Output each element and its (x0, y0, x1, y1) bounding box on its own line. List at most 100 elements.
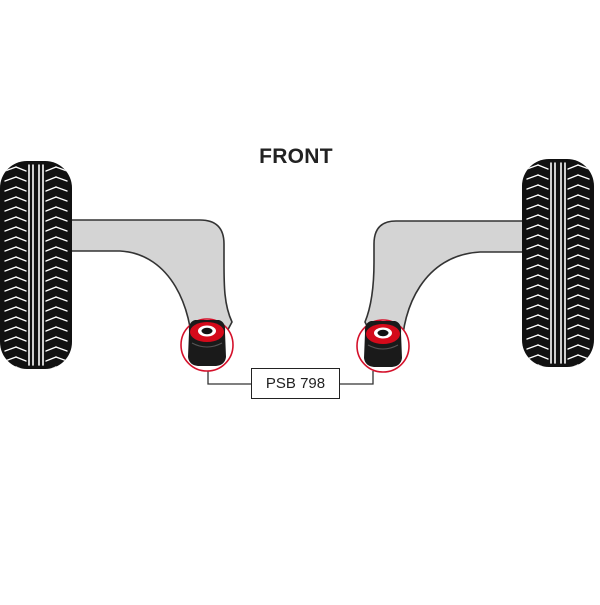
tread-line (577, 244, 590, 250)
tread-line (577, 254, 590, 260)
tread-line (526, 254, 539, 260)
tread-line (526, 214, 539, 220)
tread-line (45, 286, 57, 292)
tread-line (577, 294, 590, 300)
tread-line (45, 236, 57, 242)
tread-line (15, 306, 27, 312)
tread-line (45, 226, 57, 232)
tread-line (55, 176, 68, 182)
tread-line (567, 354, 579, 360)
tread-line (526, 364, 539, 367)
tread-line (45, 336, 57, 342)
tread-line (4, 216, 17, 222)
tread-line (45, 326, 57, 332)
tread-line (4, 226, 17, 232)
tread-line (537, 274, 549, 280)
tread-line (45, 246, 57, 252)
tread-line (4, 296, 17, 302)
tread-line (537, 204, 549, 210)
tread-line (577, 234, 590, 240)
tread-line (537, 334, 549, 340)
tread-line (526, 264, 539, 270)
tread-line (15, 296, 27, 302)
left-bushing-icon (180, 318, 234, 372)
tread-line (55, 246, 68, 252)
tread-line (4, 276, 17, 282)
tread-line (4, 326, 17, 332)
tread-line (15, 166, 27, 172)
tread-line (4, 346, 17, 352)
right-tire-icon (522, 159, 594, 367)
tread-line (15, 246, 27, 252)
tread-line (577, 264, 590, 270)
tread-line (15, 176, 27, 182)
tread-line (577, 184, 590, 190)
tread-line (15, 326, 27, 332)
part-number-label: PSB 798 (251, 368, 340, 399)
tread-line (45, 216, 57, 222)
tread-line (526, 224, 539, 230)
tread-line (567, 274, 579, 280)
tread-line (15, 206, 27, 212)
tread-line (526, 324, 539, 330)
tread-line (567, 184, 579, 190)
tread-line (55, 186, 68, 192)
right-control-arm-icon (364, 220, 531, 353)
tread-line (55, 306, 68, 312)
tread-line (577, 334, 590, 340)
tread-line (15, 216, 27, 222)
tread-line (15, 286, 27, 292)
tread-line (15, 336, 27, 342)
tread-line (537, 184, 549, 190)
tread-line (537, 344, 549, 350)
tread-line (55, 166, 68, 172)
tread-line (15, 356, 27, 362)
tread-line (45, 166, 57, 172)
tread-line (55, 366, 68, 369)
tread-line (567, 264, 579, 270)
tread-line (537, 304, 549, 310)
tread-line (577, 194, 590, 200)
tread-line (577, 324, 590, 330)
tread-line (567, 304, 579, 310)
tread-line (577, 304, 590, 310)
diagram-title: FRONT (259, 145, 333, 168)
tread-line (45, 176, 57, 182)
tread-line (567, 344, 579, 350)
tread-line (537, 164, 549, 170)
tread-line (567, 174, 579, 180)
tread-line (526, 184, 539, 190)
tread-line (577, 284, 590, 290)
tread-line (567, 234, 579, 240)
left-tire-icon (0, 161, 72, 369)
tread-line (4, 256, 17, 262)
tread-line (55, 216, 68, 222)
tread-line (15, 226, 27, 232)
tread-line (55, 276, 68, 282)
tread-line (4, 266, 17, 272)
tread-line (45, 306, 57, 312)
tread-line (537, 244, 549, 250)
tread-line (55, 266, 68, 272)
tread-line (45, 206, 57, 212)
tread-line (55, 256, 68, 262)
tread-line (15, 266, 27, 272)
tread-line (577, 274, 590, 280)
tread-line (577, 174, 590, 180)
tread-line (567, 284, 579, 290)
tread-line (577, 314, 590, 320)
tread-line (526, 314, 539, 320)
right-bushing-icon (356, 319, 410, 373)
tread-line (537, 254, 549, 260)
tread-line (45, 266, 57, 272)
tread-line (45, 356, 57, 362)
tread-line (55, 226, 68, 232)
tread-line (45, 316, 57, 322)
tread-line (4, 206, 17, 212)
tread-line (45, 196, 57, 202)
tread-line (537, 194, 549, 200)
tread-line (15, 186, 27, 192)
tread-line (537, 174, 549, 180)
left-control-arm-icon (63, 219, 233, 353)
